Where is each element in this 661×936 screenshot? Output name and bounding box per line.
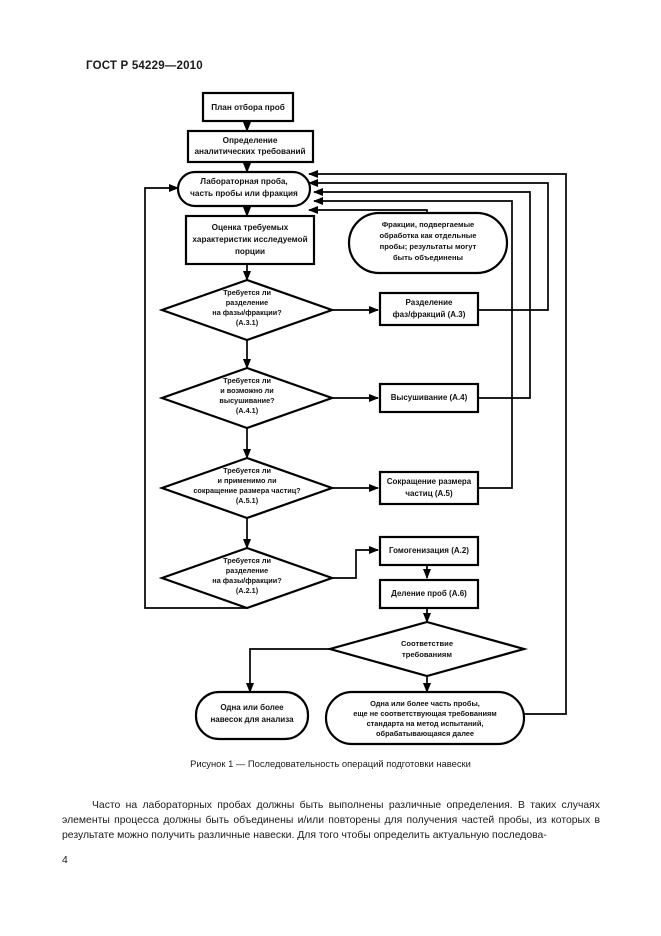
node-decision-a31-label-2: разделение xyxy=(226,298,268,307)
body-paragraph: Часто на лабораторных пробах должны быть… xyxy=(62,798,600,844)
node-terminal-reprocess-label-3: стандарта на метод испытаний, xyxy=(367,719,484,728)
node-decision-conformity: Соответствие требованиям xyxy=(325,620,529,678)
node-assessment-label-3: порции xyxy=(235,247,265,256)
node-decision-a51: Требуется ли и применимо ли сокращение р… xyxy=(158,456,336,520)
node-terminal-reprocess-label-2: еще не соответствующая требованиям xyxy=(353,709,497,718)
node-lab-sample-label-2: часть пробы или фракция xyxy=(190,188,298,198)
node-decision-a51-label-1: Требуется ли xyxy=(223,466,271,475)
node-process-a2-label-1: Гомогенизация (А.2) xyxy=(389,546,469,555)
node-decision-conformity-label-1: Соответствие xyxy=(401,639,453,648)
node-process-a6-label-1: Деление проб (А.6) xyxy=(391,589,467,598)
node-decision-conformity-label-2: требованиям xyxy=(402,650,452,659)
node-terminal-analysis-label-1: Одна или более xyxy=(220,703,284,712)
node-decision-a21-label-1: Требуется ли xyxy=(223,556,271,565)
node-process-a3-label-1: Разделение xyxy=(406,298,453,307)
node-lab-sample-label-1: Лабораторная проба, xyxy=(200,176,287,186)
node-decision-a31-label-4: (А.3.1) xyxy=(236,318,259,327)
node-decision-a31-label-3: на фазы/фракции? xyxy=(212,308,282,317)
node-fractions-note: Фракции, подвергаемые обработка как отде… xyxy=(347,211,509,275)
node-terminal-reprocess-label-4: обрабатывающаяся далее xyxy=(376,729,474,738)
node-process-a2: Гомогенизация (А.2) xyxy=(378,535,480,567)
connector-layer xyxy=(144,121,567,715)
node-decision-a21: Требуется ли разделение на фазы/фракции?… xyxy=(158,546,336,610)
node-decision-a41: Требуется ли и возможно ли высушивание? … xyxy=(158,366,336,430)
return-a3-to-lab xyxy=(307,178,549,311)
return-a4-to-lab xyxy=(312,187,531,399)
node-assessment: Оценка требуемых характеристик исследуем… xyxy=(184,214,316,266)
node-plan-label: План отбора проб xyxy=(211,102,285,112)
node-lab-sample: Лабораторная проба, часть пробы или фрак… xyxy=(176,170,312,208)
node-assessment-label-1: Оценка требуемых xyxy=(212,222,289,232)
node-process-a5: Сокращение размера частиц (А.5) xyxy=(378,470,480,506)
figure-1-flowchart: План отбора проб Определение аналитическ… xyxy=(0,88,661,758)
node-process-a6: Деление проб (А.6) xyxy=(378,578,480,610)
flowchart-svg: План отбора проб Определение аналитическ… xyxy=(144,91,567,746)
node-analytical-requirements-label-1: Определение xyxy=(223,136,278,145)
connector-d21-to-a2 xyxy=(332,545,380,579)
node-process-a5-label-2: частиц (А.5) xyxy=(405,489,453,498)
node-terminal-analysis-label-2: навесок для анализа xyxy=(210,715,294,724)
node-decision-a31-label-1: Требуется ли xyxy=(223,288,271,297)
node-terminal-reprocess-label-1: Одна или более часть пробы, xyxy=(370,699,480,708)
node-decision-a41-label-1: Требуется ли xyxy=(223,376,271,385)
figure-caption: Рисунок 1 — Последовательность операций … xyxy=(190,758,471,769)
node-assessment-label-2: характеристик исследуемой xyxy=(192,235,307,244)
page-number: 4 xyxy=(62,855,68,866)
node-terminal-analysis: Одна или более навесок для анализа xyxy=(194,690,310,741)
node-decision-a41-label-3: высушивание? xyxy=(219,396,275,405)
node-decision-a51-label-2: и применимо ли xyxy=(217,476,276,485)
node-analytical-requirements-label-2: аналитических требований xyxy=(194,146,305,156)
node-decision-a31: Требуется ли разделение на фазы/фракции?… xyxy=(158,278,336,342)
node-decision-a51-label-3: сокращение размера частиц? xyxy=(193,486,301,495)
node-decision-a41-label-4: (А.4.1) xyxy=(236,406,259,415)
node-decision-a41-label-2: и возможно ли xyxy=(220,386,274,395)
node-analytical-requirements: Определение аналитических требований xyxy=(186,129,315,164)
node-decision-a21-label-4: (А.2.1) xyxy=(236,586,259,595)
return-reprocess-to-lab xyxy=(307,169,567,715)
node-process-a3: Разделение фаз/фракций (А.3) xyxy=(378,291,480,327)
return-a5-to-lab xyxy=(312,196,513,489)
connector-conform-to-analysis xyxy=(245,648,330,694)
node-process-a5-label-1: Сокращение размера xyxy=(387,477,472,486)
node-decision-a21-label-2: разделение xyxy=(226,566,268,575)
node-fractions-note-label-2: обработка как отдельные xyxy=(379,231,476,240)
node-plan: План отбора проб xyxy=(201,91,295,123)
node-process-a3-label-2: фаз/фракций (А.3) xyxy=(393,310,466,319)
body-paragraph-text: Часто на лабораторных пробах должны быть… xyxy=(62,800,600,842)
standard-header: ГОСТ Р 54229—2010 xyxy=(86,60,203,72)
node-decision-a21-label-3: на фазы/фракции? xyxy=(212,576,282,585)
node-fractions-note-label-1: Фракции, подвергаемые xyxy=(382,220,475,229)
node-decision-a51-label-4: (А.5.1) xyxy=(236,496,259,505)
node-terminal-reprocess: Одна или более часть пробы, еще не соотв… xyxy=(324,690,526,746)
node-fractions-note-label-4: быть объединены xyxy=(393,253,463,262)
node-process-a4-label-1: Высушивание (А.4) xyxy=(391,393,468,402)
node-fractions-note-label-3: пробы; результаты могут xyxy=(380,242,477,251)
node-process-a4: Высушивание (А.4) xyxy=(378,382,480,414)
return-left-spine-to-lab xyxy=(144,183,247,609)
